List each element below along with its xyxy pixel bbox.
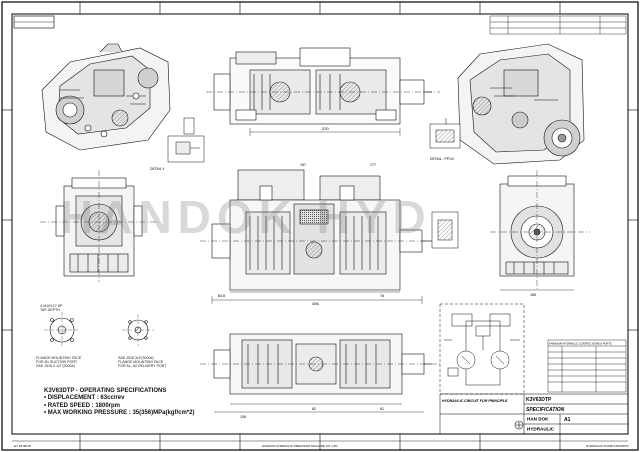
hydraulic-circuit-label: HYDRAULIC CIRCUIT FOR PRINCIPLE [442, 399, 508, 403]
company-logo [514, 420, 524, 430]
dim-front-width: 220 [322, 126, 329, 131]
flange-note-right: SAE J518 3/4"(3000#) FLANGE MOUNTING FAC… [118, 356, 167, 369]
title-doc-type: SPECIFICATION [526, 407, 565, 413]
spec-displacement: • DISPLACEMENT : 63cc/rev [44, 395, 125, 402]
title-company-1: HAN DOK [527, 417, 549, 422]
title-model: K3V63DTP [526, 397, 552, 403]
dim-157: 157 [300, 163, 306, 167]
bottom-plan-view [200, 333, 440, 413]
end-view-left [40, 170, 160, 282]
flange-note-top: 4-M10X17 DP TAP DEPTH [40, 304, 63, 313]
hydraulic-circuit [439, 303, 525, 395]
spec-title: K3V63DTP - OPERATING SPECIFICATIONS [44, 388, 167, 394]
dim-82: 82 [312, 407, 316, 411]
detail-pp-view [429, 118, 461, 149]
title-block [439, 393, 629, 435]
detail-xx-view [431, 211, 459, 249]
isometric-pump-right [457, 43, 585, 165]
detail-pp-label: DETAIL - PP1/4 [430, 157, 454, 161]
side-view-top [206, 47, 440, 136]
port-table [547, 339, 627, 393]
port-table-title: KAWASAKI-HYDRAULIC CONTROL BORE & PORTS [549, 342, 612, 346]
title-sheet-size: A1 [564, 417, 571, 423]
footer-center: HANDOK HYDRAULIC PRECISION MACHINE CO.,L… [262, 444, 338, 448]
footer-right: HYDRAULIC PUMP K3V63DTP [586, 444, 629, 448]
operating-specs: K3V63DTP - OPERATING SPECIFICATIONS • DI… [44, 388, 194, 418]
detail-y-label: DETAIL Y [150, 167, 165, 171]
dim-61: 61 [380, 407, 384, 411]
dim-84: 84.8 [218, 294, 225, 298]
dim-overall-length: 456 [312, 301, 319, 306]
dim-165: 165 [530, 293, 536, 297]
spec-max-pressure: • MAX WORKING PRESSURE : 35(356)MPa(kgf/… [44, 410, 195, 417]
footer-left: EY 28 9B 28 [14, 444, 31, 448]
flange-note-left: FLANGE MOUNTING FACE FOR B1 SUCTION PORT… [36, 356, 82, 369]
title-company-2: HYDRAULIC [527, 427, 555, 432]
revision-table [489, 15, 627, 35]
isometric-pump-left [41, 43, 171, 151]
end-view-right [490, 170, 590, 291]
dim-177: 177 [370, 163, 376, 167]
dim-106: 106 [240, 415, 246, 419]
dim-78: 78 [380, 294, 384, 298]
revision-stamp [13, 15, 55, 29]
watermark: HANDOK HYD [60, 191, 432, 243]
flange-face-b1 [44, 312, 80, 348]
main-front-view [200, 169, 440, 304]
flange-face-a1-a2 [122, 314, 154, 346]
detail-y-view [167, 117, 205, 163]
spec-rated-speed: • RATED SPEED : 1800rpm [44, 402, 121, 409]
